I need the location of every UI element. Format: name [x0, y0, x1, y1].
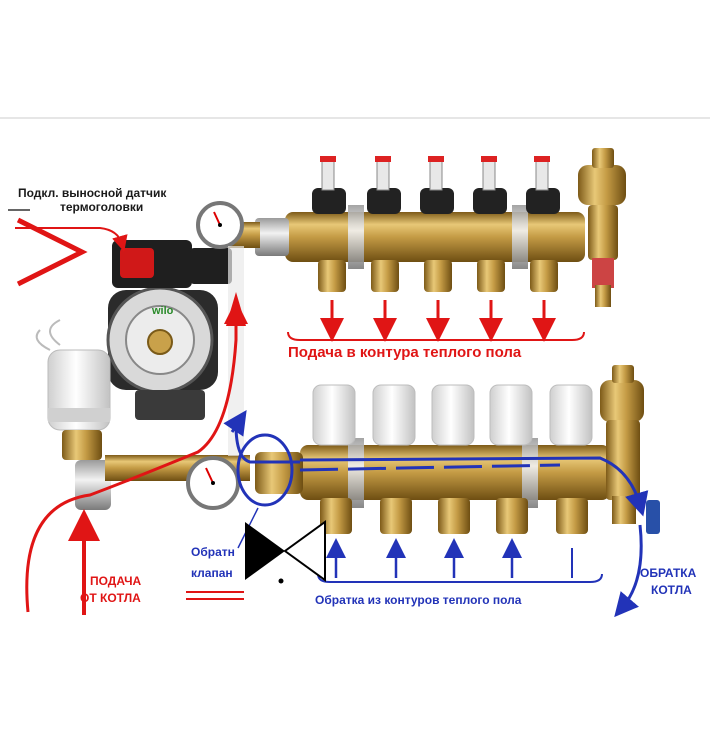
- check-valve-label-line2: клапан: [191, 566, 233, 580]
- flowmeter-3: [420, 156, 454, 214]
- flowmeter-2: [367, 156, 401, 214]
- flowmeter-1: [312, 156, 346, 214]
- check-valve-highlight-circle: [236, 433, 294, 507]
- sensor-chevron: [16, 217, 88, 287]
- return-flow-overlay: [223, 410, 649, 618]
- supply-bracket: [287, 331, 585, 341]
- return-boiler-line: [614, 524, 643, 618]
- check-valve-symbol: [245, 520, 326, 584]
- boiler-supply-line: [25, 300, 248, 613]
- pump-brand-logo: wilo: [151, 305, 174, 317]
- pressure-gauge-bottom: [186, 456, 240, 510]
- circulation-pump: wilo: [106, 240, 232, 420]
- flowmeter-5: [526, 156, 560, 214]
- flowmeter-4: [473, 156, 507, 214]
- supply-flow-overlay: [8, 209, 585, 615]
- actuator-caps: [312, 384, 593, 446]
- sensor-label-line1: Подкл. выносной датчик: [18, 186, 167, 200]
- return-boiler-label-line2: КОТЛА: [651, 583, 692, 597]
- pump-arrow: [226, 292, 246, 326]
- supply-outlets: [318, 260, 558, 292]
- supply-manifold: [255, 148, 626, 307]
- sensor-label-line2: термоголовки: [60, 200, 144, 214]
- supply-circuits-label: Подача в контура теплого пола: [288, 344, 522, 361]
- supply-air-vent: [578, 148, 626, 307]
- sensor-pointer-line: [15, 227, 128, 252]
- thermostatic-head: [35, 319, 111, 510]
- return-bracket: [317, 573, 603, 583]
- return-outlets: [320, 498, 588, 534]
- supply-boiler-label-line1: ПОДАЧА: [90, 574, 142, 588]
- pressure-gauge-top: [196, 201, 244, 249]
- return-circuits-label: Обратка из контуров теплого пола: [315, 593, 522, 607]
- check-valve-label-line1: Обратн: [191, 545, 235, 559]
- return-boiler-label-line1: ОБРАТКА: [640, 566, 697, 580]
- supply-boiler-label-line2: ОТ КОТЛА: [80, 591, 141, 605]
